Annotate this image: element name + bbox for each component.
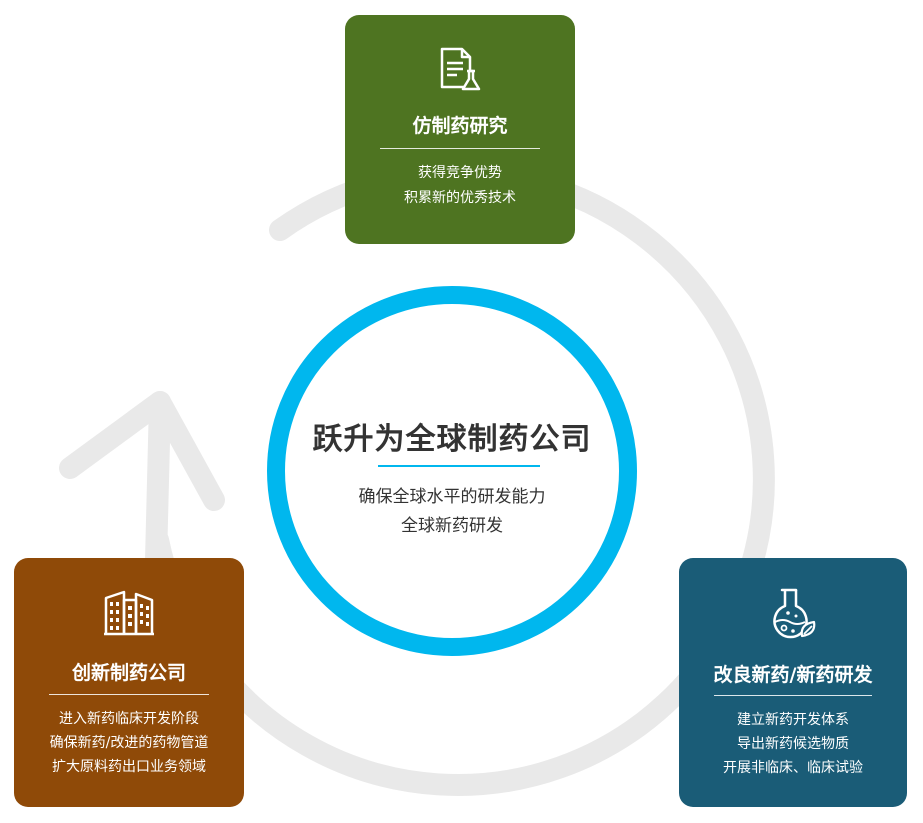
card-innovative-line-2: 确保新药/改进的药物管道 <box>49 735 209 751</box>
card-improved-line-2: 导出新药候选物质 <box>737 736 849 752</box>
building-icon <box>104 590 154 636</box>
card-generic-line-1: 获得竞争优势 <box>418 165 502 181</box>
center-line-2: 全球新药研发 <box>401 516 503 536</box>
center-line-1: 确保全球水平的研发能力 <box>358 487 546 507</box>
cycle-arrow-shaft <box>145 391 171 571</box>
card-innovative-line-1: 进入新药临床开发阶段 <box>59 711 199 727</box>
card-improved-drug: 改良新药/新药研发 建立新药开发体系 导出新药候选物质 开展非临床、临床试验 <box>679 558 907 807</box>
card-improved-line-3: 开展非临床、临床试验 <box>723 760 863 776</box>
flask-leaf-icon <box>773 588 816 639</box>
cycle-arrowhead <box>59 391 225 511</box>
card-improved-title: 改良新药/新药研发 <box>713 664 873 686</box>
document-flask-icon <box>440 47 481 91</box>
card-improved-line-1: 建立新药开发体系 <box>737 712 849 728</box>
card-generic-drug: 仿制药研究 获得竞争优势 积累新的优秀技术 <box>345 15 575 244</box>
card-innovative-line-3: 扩大原料药出口业务领域 <box>52 759 206 775</box>
card-generic-divider <box>380 148 540 149</box>
card-generic-title: 仿制药研究 <box>412 115 508 137</box>
card-generic-line-2: 积累新的优秀技术 <box>404 190 516 206</box>
card-improved-divider <box>714 695 872 696</box>
card-innovative-divider <box>49 694 209 695</box>
center-divider <box>378 465 540 467</box>
card-innovative-title: 创新制药公司 <box>71 662 186 684</box>
center-title: 跃升为全球制药公司 <box>312 422 592 457</box>
center-circle <box>267 286 637 656</box>
card-innovative-pharma: 创新制药公司 进入新药临床开发阶段 确保新药/改进的药物管道 扩大原料药出口业务… <box>14 558 244 807</box>
